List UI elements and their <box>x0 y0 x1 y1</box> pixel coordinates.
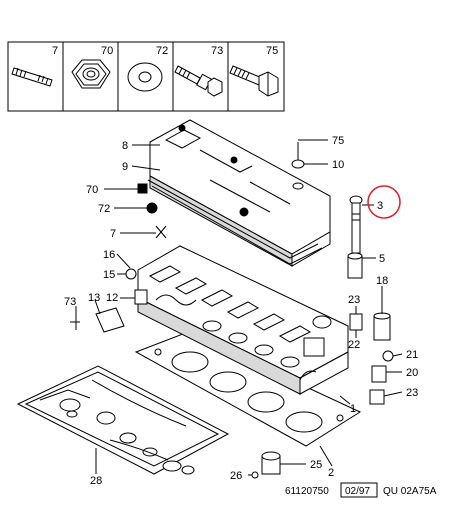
callout-25: 25 <box>310 459 322 471</box>
callout-16: 16 <box>103 249 115 261</box>
legend-ref-washer: 72 <box>156 45 168 57</box>
leader-lines <box>75 139 403 476</box>
highlight-circle <box>367 185 401 219</box>
fastener-legend: 7 70 72 73 75 <box>7 41 285 112</box>
callout-12: 12 <box>106 292 118 304</box>
callout-9: 9 <box>122 161 128 173</box>
legend-ref-bolt: 75 <box>266 45 278 57</box>
callout-21: 21 <box>406 349 418 361</box>
stud-icon <box>11 67 53 87</box>
callout-26: 26 <box>230 470 242 482</box>
callout-75: 75 <box>332 135 344 147</box>
callout-70: 70 <box>86 184 98 196</box>
callout-3: 3 <box>377 200 383 212</box>
footer: 61120750 02/97 QU 02A75A <box>285 482 437 498</box>
washer-icon <box>127 62 163 92</box>
head-gasket <box>134 331 362 447</box>
fastener-75-10 <box>291 142 305 190</box>
footer-code: 61120750 <box>285 486 329 497</box>
screw-icon <box>174 65 223 97</box>
legend-ref-stud: 7 <box>52 45 58 57</box>
cover-gasket <box>147 179 323 265</box>
bolt-icon <box>229 65 279 97</box>
footer-ref: QU 02A75A <box>383 486 437 497</box>
callout-28: 28 <box>90 475 102 487</box>
callout-73: 73 <box>64 296 76 308</box>
callout-22: 22 <box>348 339 360 351</box>
cylinder-head <box>137 245 349 395</box>
callout-23-lower: 23 <box>406 387 418 399</box>
callout-72: 72 <box>98 203 110 215</box>
callout-1: 1 <box>350 403 356 415</box>
bottom-parts <box>251 451 281 479</box>
small-parts-left <box>70 183 167 333</box>
callout-23-upper: 23 <box>348 294 360 306</box>
small-parts-right <box>349 312 394 405</box>
callout-18: 18 <box>376 275 388 287</box>
bolt-3 <box>349 195 363 254</box>
callout-5: 5 <box>379 253 385 265</box>
footer-date: 02/97 <box>345 486 370 497</box>
sleeve-5 <box>347 252 363 279</box>
callout-7: 7 <box>110 228 116 240</box>
callout-20: 20 <box>406 367 418 379</box>
callout-10: 10 <box>332 159 344 171</box>
callout-15: 15 <box>103 269 115 281</box>
gasket-set-sheet <box>16 365 230 475</box>
callout-labels: 75 10 8 9 3 70 72 7 5 16 15 18 73 13 12 … <box>64 135 418 487</box>
callout-8: 8 <box>122 140 128 152</box>
callout-2: 2 <box>328 467 334 479</box>
legend-ref-screw: 73 <box>211 45 223 57</box>
rocker-cover <box>149 119 331 267</box>
callout-13: 13 <box>88 292 100 304</box>
legend-ref-nut: 70 <box>101 45 113 57</box>
hex-nut-icon <box>71 59 111 89</box>
